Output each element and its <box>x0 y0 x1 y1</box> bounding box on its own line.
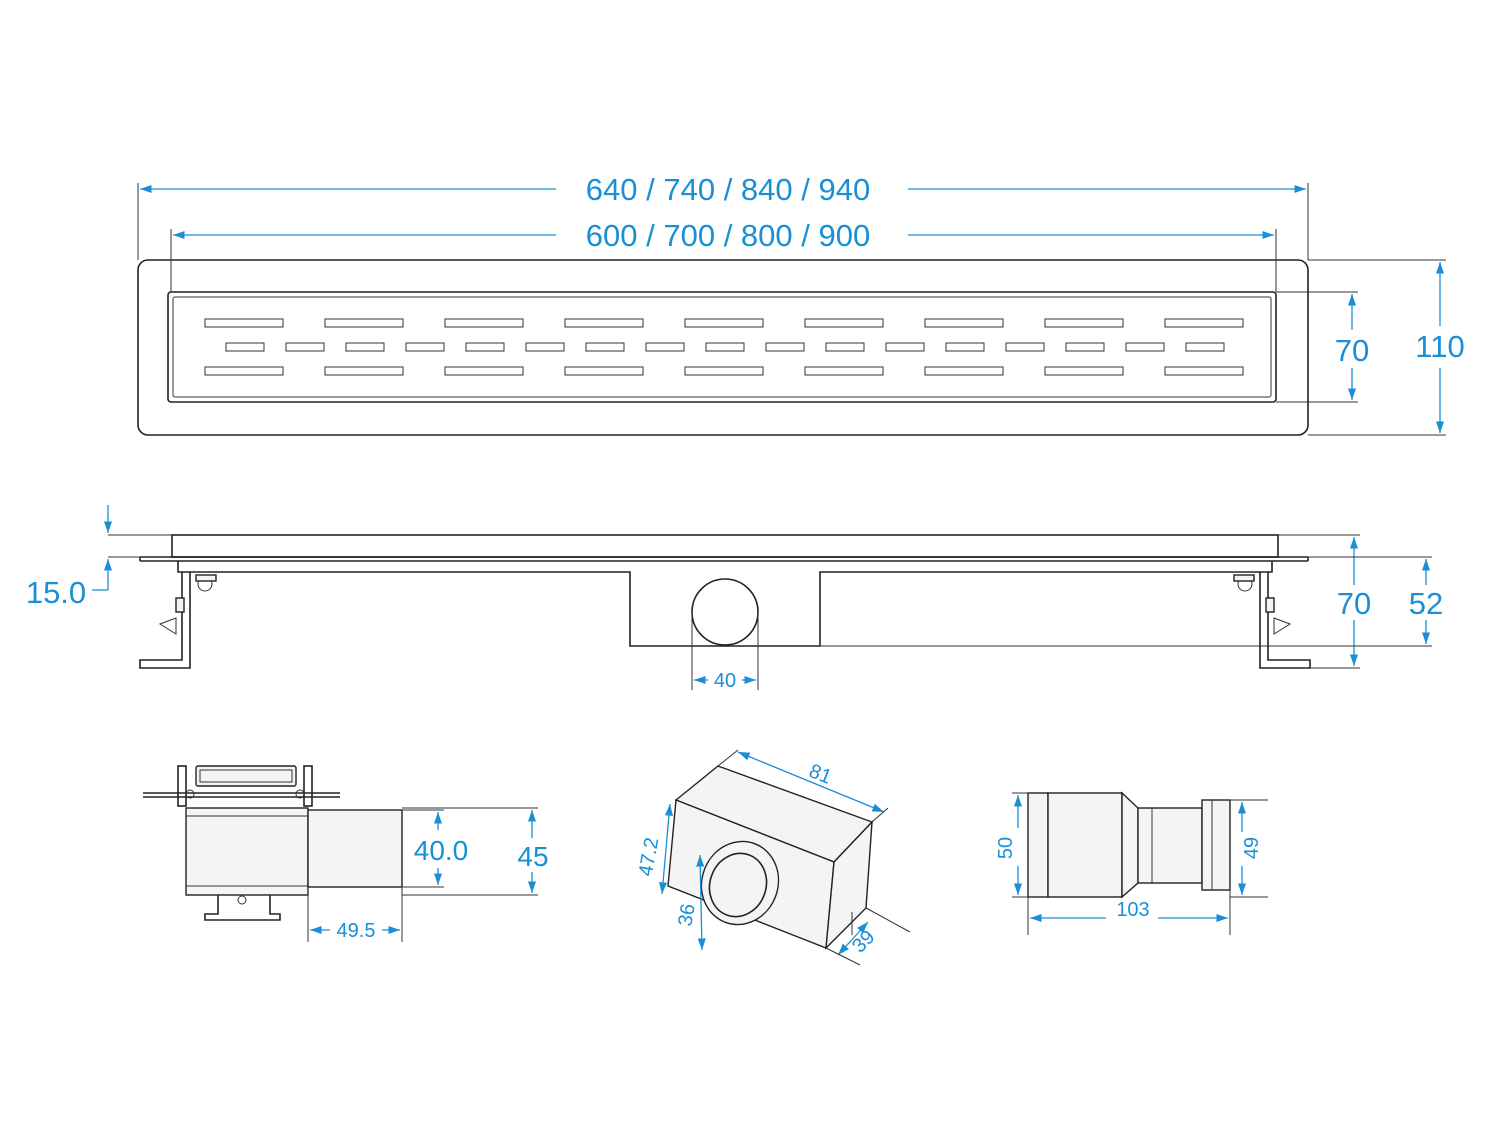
grate-slot <box>1164 318 1244 328</box>
adapter-right-diameter-label: 49 <box>1241 837 1263 859</box>
grate-slot <box>1164 366 1244 376</box>
grate-slot <box>804 318 884 328</box>
grate-slot <box>465 342 505 352</box>
grate-slot <box>645 342 685 352</box>
grate-slot <box>804 366 884 376</box>
grate-slot <box>1125 342 1165 352</box>
grate-slot <box>345 342 385 352</box>
adapter-end-ring <box>1201 799 1231 891</box>
outlet-box: 81 47.2 36 39 <box>635 749 911 966</box>
grate-slot <box>1065 342 1105 352</box>
grate-slot <box>924 366 1004 376</box>
grate-slots <box>204 318 1244 376</box>
side-outlet <box>691 578 759 646</box>
end-outlet-length-label: 49.5 <box>337 920 376 942</box>
body-height-label: 52 <box>1409 586 1443 621</box>
grate-slot <box>324 366 404 376</box>
grate-slot <box>444 318 524 328</box>
grate-slot <box>705 342 745 352</box>
overall-length-label: 640 / 740 / 840 / 940 <box>586 172 870 207</box>
grate-slot <box>885 342 925 352</box>
grate-slot <box>324 318 404 328</box>
outlet-box-width-label: 39 <box>848 926 879 957</box>
inner-length-label: 600 / 700 / 800 / 900 <box>586 218 870 253</box>
grate-slot <box>945 342 985 352</box>
grate-slot <box>1044 318 1124 328</box>
grate-slot <box>684 366 764 376</box>
grate-slot <box>924 318 1004 328</box>
overall-width-label: 110 <box>1415 329 1464 364</box>
side-channel-body <box>177 561 1273 647</box>
adapter-left-diameter-label: 50 <box>995 837 1017 859</box>
end-outlet-height-label: 40.0 <box>414 835 469 866</box>
outlet-pipe-inner <box>708 852 768 918</box>
grate-slot <box>225 342 265 352</box>
end-overall-height-label: 45 <box>517 841 548 872</box>
end-outlet <box>307 809 403 888</box>
end-view: 40.0 45 49.5 <box>143 765 549 942</box>
outlet-box-height-label: 47.2 <box>635 836 663 878</box>
side-view: 15.0 40 70 52 <box>26 505 1443 692</box>
outlet-diameter-label: 40 <box>714 670 736 692</box>
grate-slot <box>1044 366 1124 376</box>
end-channel-body <box>185 807 309 896</box>
grate-slot <box>525 342 565 352</box>
grate-slot <box>765 342 805 352</box>
top-view-outer-frame <box>137 259 1309 436</box>
grate-slot <box>585 342 625 352</box>
outlet-pipe-diameter-label: 36 <box>674 902 700 928</box>
adapter-large-body <box>1047 792 1123 898</box>
grate-slot <box>825 342 865 352</box>
top-view-grate-outer <box>167 291 1277 403</box>
grate-slot <box>1185 342 1225 352</box>
flange-height-label: 15.0 <box>26 575 86 610</box>
grate-slot <box>564 366 644 376</box>
inner-width-label: 70 <box>1335 333 1369 368</box>
adapter-length-label: 103 <box>1116 899 1149 921</box>
grate-slot <box>444 366 524 376</box>
grate-slot <box>285 342 325 352</box>
top-view: 640 / 740 / 840 / 940 600 / 700 / 800 / … <box>137 172 1465 436</box>
adapter: 50 49 103 <box>995 791 1268 935</box>
grate-slot <box>204 318 284 328</box>
total-height-label: 70 <box>1337 586 1371 621</box>
left-mounting-leg <box>139 572 217 669</box>
grate-slot <box>1005 342 1045 352</box>
side-grate-top <box>171 534 1279 558</box>
grate-slot <box>405 342 445 352</box>
grate-slot <box>564 318 644 328</box>
top-view-grate-inner <box>172 296 1272 398</box>
end-grate <box>195 765 297 787</box>
adapter-taper <box>1121 791 1139 899</box>
outlet-box-length-label: 81 <box>806 760 835 789</box>
right-mounting-leg <box>1233 572 1311 669</box>
adapter-small-body <box>1137 807 1203 884</box>
grate-slot <box>684 318 764 328</box>
grate-slot <box>204 366 284 376</box>
